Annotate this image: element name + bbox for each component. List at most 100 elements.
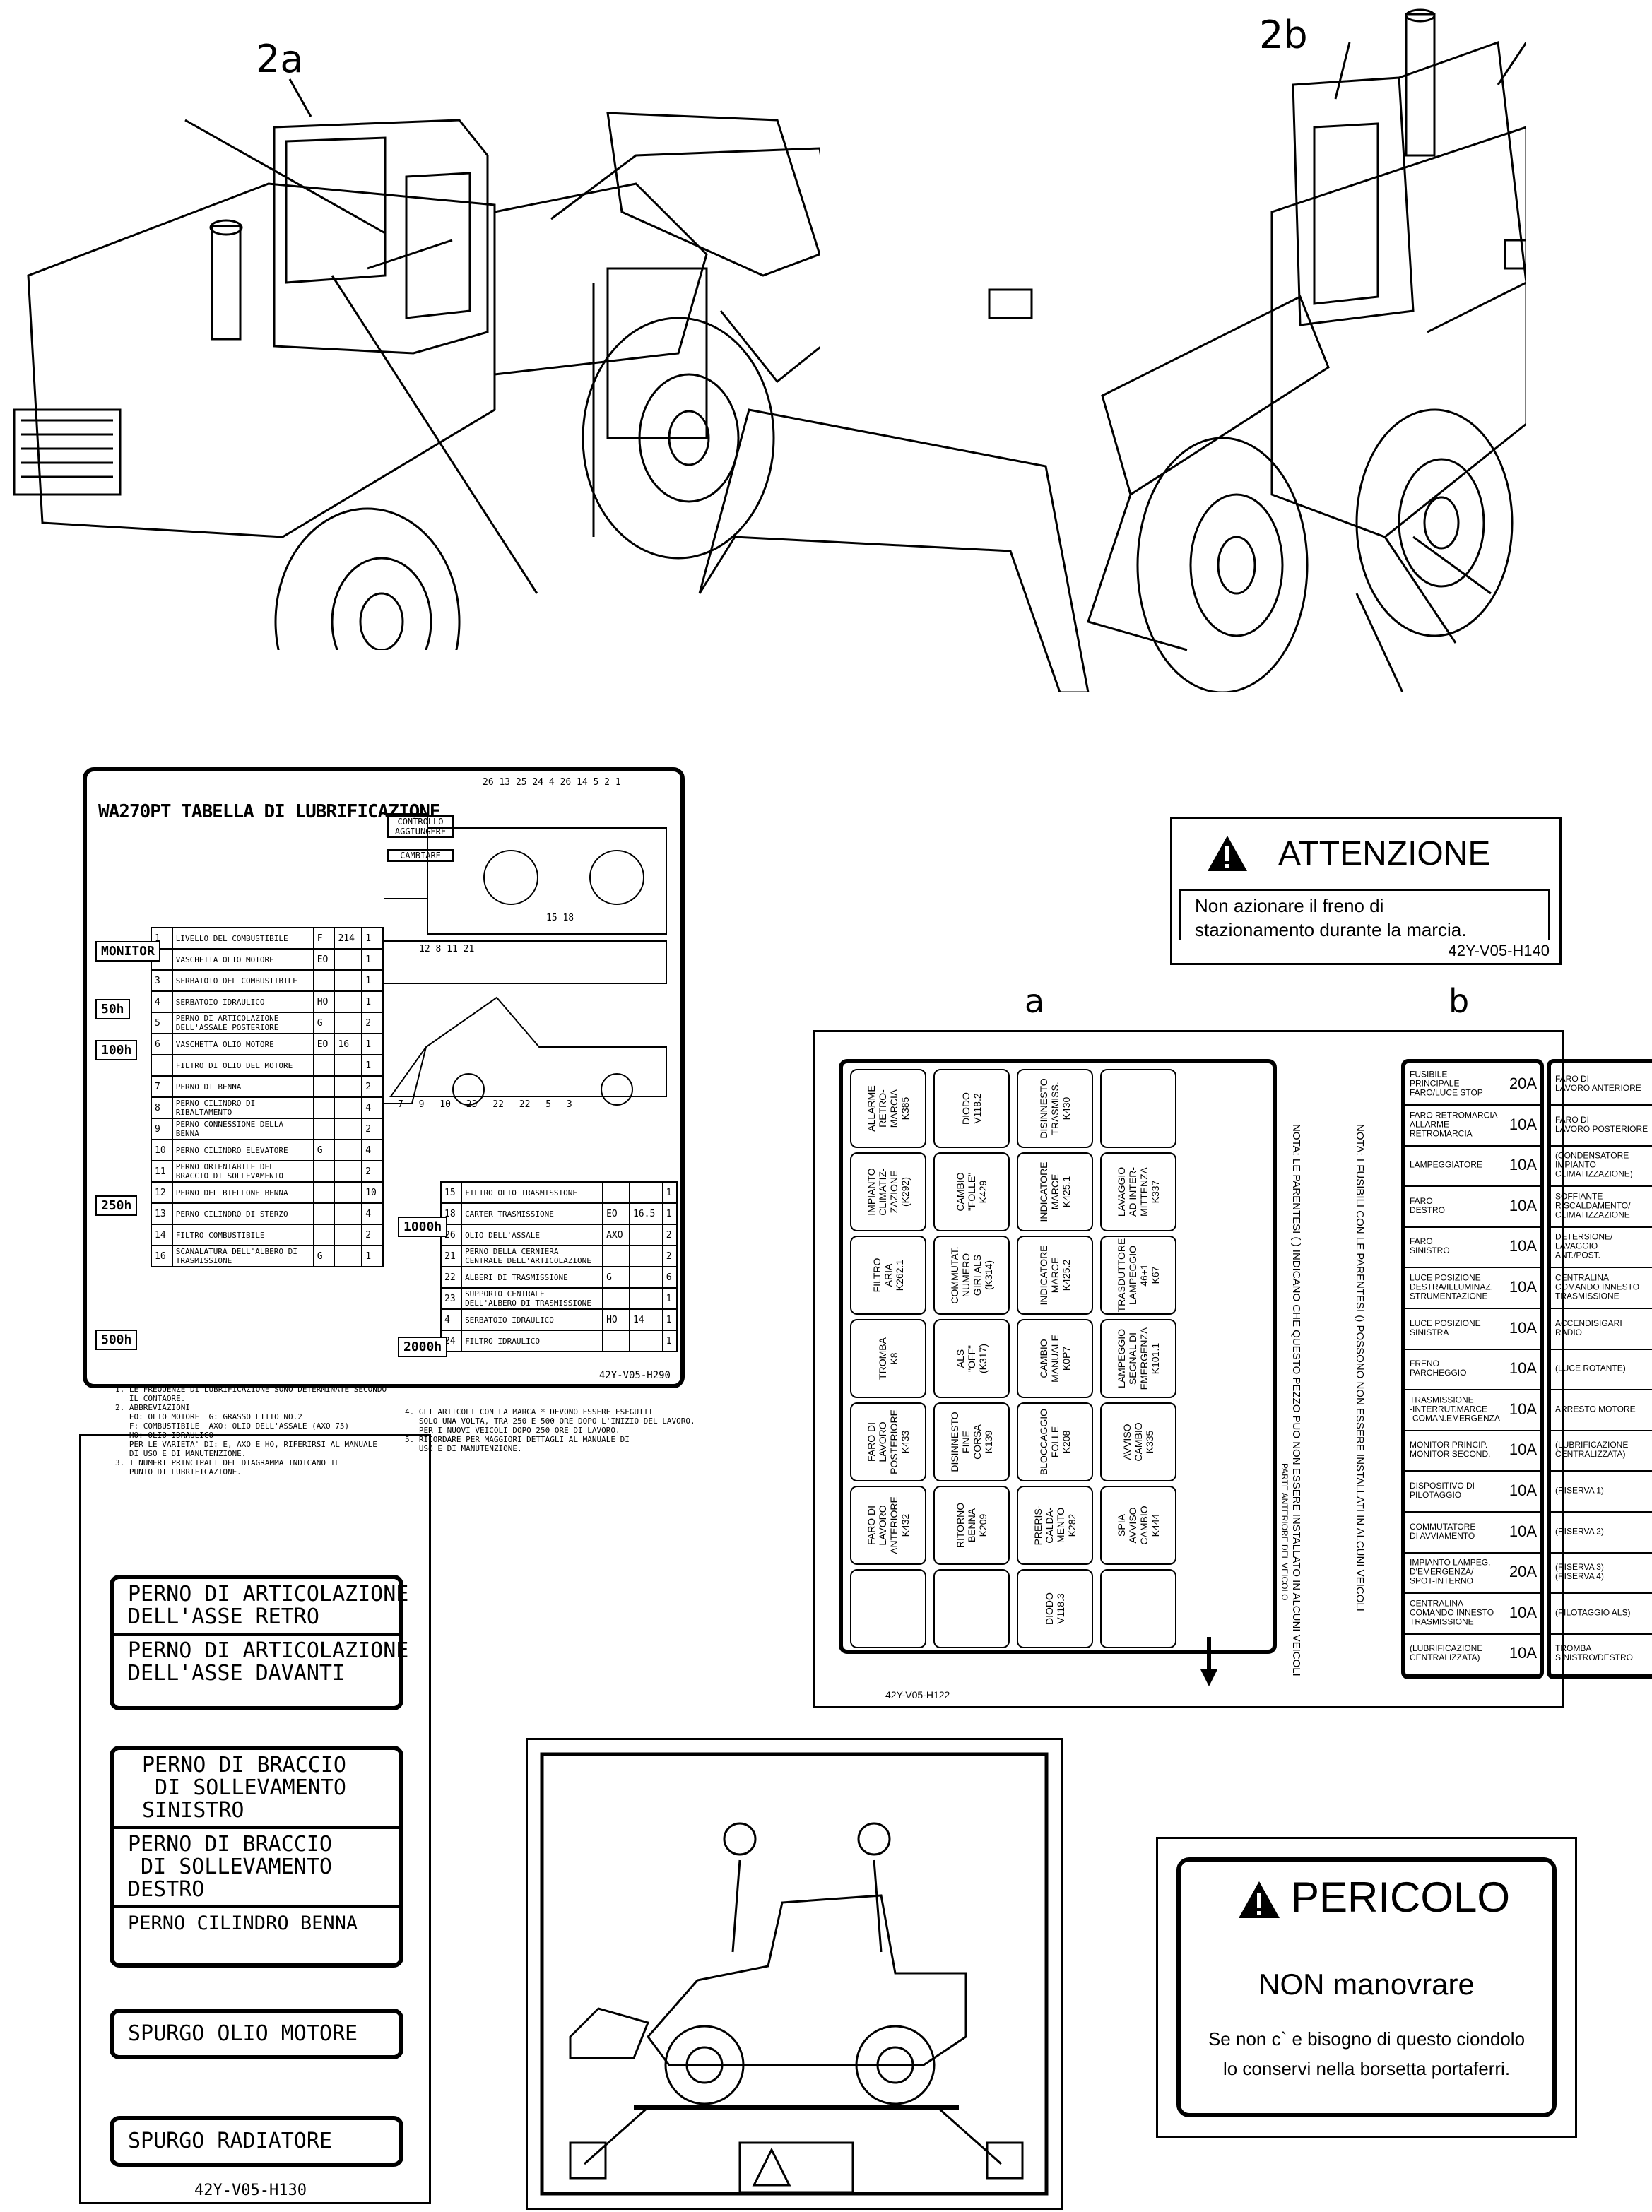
fuse-slot: FARO DI LAVORO POSTERIORE K433 — [850, 1402, 926, 1481]
lube-code: 42Y-V05-H290 — [598, 1370, 671, 1381]
fuse-slot-label: FILTRO ARIA K262.1 — [871, 1258, 905, 1293]
fuse-b-amp: 10A — [1509, 1278, 1537, 1296]
lube-cell-c — [312, 1202, 336, 1225]
pin-label-radiator-drain: SPURGO RADIATORE — [128, 2129, 332, 2153]
lube-cell-c: EO — [602, 1202, 630, 1225]
lube-cell-q: 16 — [334, 1033, 363, 1055]
lube-cell-n: 14 — [151, 1224, 173, 1246]
fuse-slot-label: LAVAGGIO AD INTER- MITTENZA K337 — [1116, 1166, 1161, 1217]
interval-500h: 500h — [95, 1330, 138, 1350]
lube-cell-t: PERNO DI ARTICOLAZIONE DELL'ASSALE POSTE… — [171, 1012, 314, 1034]
lifting-diagram — [540, 1752, 1049, 2196]
fuse-b-name: IMPIANTO LAMPEG. D'EMERGENZA/ SPOT-INTER… — [1410, 1557, 1491, 1586]
lube-cell-p: 4 — [361, 1139, 384, 1161]
fuse-b-name: ACCENDISIGARI RADIO — [1555, 1318, 1622, 1337]
fuse-a-note: NOTA: LE PARENTESI ( ) INDICANO CHE QUES… — [1290, 1124, 1302, 1676]
lube-cell-c — [312, 1118, 336, 1140]
lube-cell-c: EO — [312, 1033, 336, 1055]
fuse-b-row: (LUCE ROTANTE)10A — [1551, 1348, 1652, 1391]
lube-diagram-numbers-mid: 15 18 — [546, 913, 574, 923]
lube-cell-n — [151, 1054, 173, 1077]
pin-labels-sheet: PERNO DI ARTICOLAZIONE DELL'ASSE RETRO P… — [79, 1434, 431, 2204]
lube-cell-q: 214 — [334, 927, 363, 950]
lube-cell-n: 3 — [151, 969, 173, 992]
fuse-b-row: ARRESTO MOTORE10A — [1551, 1389, 1652, 1431]
lube-cell-q — [334, 1224, 363, 1246]
lube-cell-p: 1 — [661, 1330, 678, 1352]
lube-notes-left: 1. LE FREQUENZE DI LUBRIFICAZIONE SONO D… — [115, 1385, 387, 1477]
fuse-b-amp: 10A — [1509, 1318, 1537, 1337]
lube-cell-q — [334, 1096, 363, 1119]
fuse-b-row: (RISERVA 3) (RISERVA 4)10A — [1551, 1551, 1652, 1595]
lube-cell-n: 16 — [151, 1245, 173, 1267]
lube-tag-check: CONTROLLO AGGIUNGERE — [387, 815, 454, 838]
fuse-slot: LAVAGGIO AD INTER- MITTENZA K337 — [1100, 1152, 1176, 1231]
lube-cell-c: G — [312, 1245, 336, 1267]
fuse-table-b-right: FARO DI LAVORO ANTERIORE10AFARO DI LAVOR… — [1547, 1059, 1652, 1679]
fuse-b-row: CENTRALINA COMANDO INNESTO TRASMISSIONE1… — [1551, 1267, 1652, 1309]
lube-cell-q — [334, 1160, 363, 1183]
lube-cell-q — [334, 1118, 363, 1140]
lube-cell-n: 4 — [151, 990, 173, 1013]
fuse-slot-label: DISINNESTO FINE CORSA K139 — [949, 1412, 994, 1472]
pin-label-bucket-cylinder: PERNO CILINDRO BENNA — [128, 1912, 358, 1934]
fuse-b-name: COMMUTATORE DI AVVIAMENTO — [1410, 1521, 1476, 1541]
lube-cell-t: PERNO CILINDRO DI RIBALTAMENTO — [171, 1096, 314, 1119]
interval-2000h: 2000h — [398, 1337, 448, 1357]
lube-cell-t: FILTRO COMBUSTIBILE — [171, 1224, 314, 1246]
fuse-b-row: (CONDENSATORE IMPIANTO CLIMATIZZAZIONE)2… — [1551, 1145, 1652, 1188]
pin-label-rear-axle: PERNO DI ARTICOLAZIONE DELL'ASSE RETRO — [114, 1579, 408, 1636]
lifting-points-decal — [526, 1738, 1063, 2210]
lube-cell-t: SERBATOIO IDRAULICO — [461, 1308, 604, 1331]
fuse-slot-label: ALLARME RETRO- MARCIA K385 — [866, 1085, 911, 1132]
lube-cell-q — [628, 1266, 663, 1289]
pericolo-subtitle: NON manovrare — [1258, 1968, 1475, 2001]
fuse-b-amp: 20A — [1509, 1563, 1537, 1581]
lube-cell-q — [334, 1012, 363, 1034]
lube-cell-p: 1 — [361, 969, 384, 992]
lube-cell-q — [334, 1139, 363, 1161]
fuse-slot-label: PRERIS- CALDA- MENTO K282 — [1032, 1505, 1078, 1546]
lube-cell-p: 2 — [661, 1224, 678, 1246]
lube-cell-t: PERNO CILINDRO ELEVATORE — [171, 1139, 314, 1161]
lube-cell-q — [334, 1054, 363, 1077]
fuse-slot-label: INDICATORE MARCE K425.1 — [1038, 1161, 1072, 1222]
lube-cell-t: FILTRO DI OLIO DEL MOTORE — [171, 1054, 314, 1077]
lube-cell-t: SERBATOIO IDRAULICO — [171, 990, 314, 1013]
fuse-b-row: ACCENDISIGARI RADIO10A — [1551, 1308, 1652, 1350]
lube-cell-q — [334, 1075, 363, 1098]
lube-cell-n: 10 — [151, 1139, 173, 1161]
lube-cell-c: EO — [312, 948, 336, 971]
fuse-slot: FILTRO ARIA K262.1 — [850, 1236, 926, 1315]
lube-cell-p: 1 — [361, 1245, 384, 1267]
fuse-b-amp: 10A — [1509, 1522, 1537, 1540]
fuse-b-name: FARO DI LAVORO POSTERIORE — [1555, 1114, 1648, 1134]
attenzione-message: Non azionare il freno di stazionamento d… — [1179, 889, 1550, 940]
fuse-b-name: (RISERVA 3) (RISERVA 4) — [1555, 1562, 1604, 1582]
lube-cell-c — [312, 1096, 336, 1119]
fuse-slot-label: RITORNO BENNA K209 — [955, 1502, 989, 1549]
lube-cell-p: 1 — [361, 990, 384, 1013]
fuse-b-row: IMPIANTO LAMPEG. D'EMERGENZA/ SPOT-INTER… — [1405, 1551, 1540, 1595]
lube-cell-p: 1 — [361, 948, 384, 971]
front-arrow-icon — [1200, 1637, 1217, 1686]
fuse-b-name: DISPOSITIVO DI PILOTAGGIO — [1410, 1481, 1475, 1500]
callout-2a: 2a — [256, 37, 304, 81]
fuse-b-name: TROMBA SINISTRO/DESTRO — [1555, 1643, 1634, 1663]
fuse-b-amp: 10A — [1509, 1156, 1537, 1174]
fuse-b-row: FARO DI LAVORO POSTERIORE10A — [1551, 1104, 1652, 1147]
lube-top-diagram — [384, 813, 667, 984]
fuse-slot-label: DIODO V118.2 — [960, 1092, 983, 1125]
pin-label-right-arm: PERNO DI BRACCIO DI SOLLEVAMENTO DESTRO — [114, 1829, 399, 1908]
